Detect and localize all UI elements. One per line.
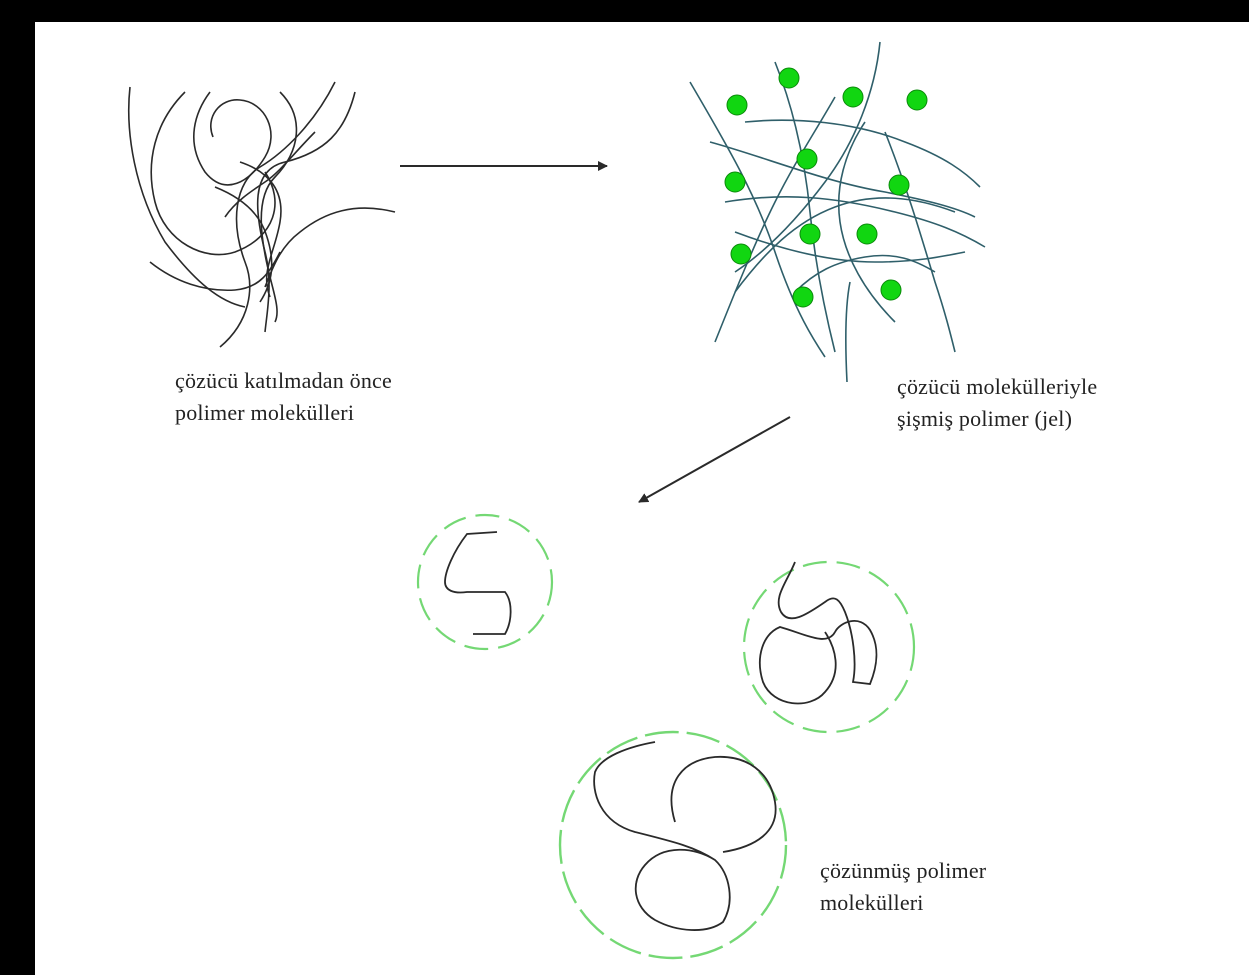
diagram-canvas: çözücü katılmadan önce polimer molekülle… xyxy=(35,22,1249,975)
solvation-shell xyxy=(744,562,914,732)
solvation-shell xyxy=(418,515,552,649)
solvent-molecule xyxy=(779,68,799,88)
polymer-chain xyxy=(265,208,395,287)
dissolved-molecule-1 xyxy=(418,515,552,649)
arrow-dissolution xyxy=(639,417,790,502)
gel-chain xyxy=(690,82,825,357)
solvent-molecule xyxy=(797,149,817,169)
dissolved-molecule-3 xyxy=(560,732,786,958)
polymer-coil xyxy=(445,532,511,634)
gel-chain xyxy=(846,282,850,382)
label-dissolved-line2: molekülleri xyxy=(820,887,986,919)
tangled-polymer-chains xyxy=(129,82,395,347)
solvent-molecule xyxy=(725,172,745,192)
diagram-svg xyxy=(35,22,1249,975)
polymer-coil xyxy=(760,562,877,703)
solvent-molecule xyxy=(889,175,909,195)
solvent-molecule xyxy=(727,95,747,115)
label-gel-line2: şişmiş polimer (jel) xyxy=(897,403,1097,435)
dissolved-molecule-2 xyxy=(744,562,914,732)
solvent-molecule xyxy=(881,280,901,300)
solvent-molecule xyxy=(731,244,751,264)
gel-chain xyxy=(715,97,835,342)
label-gel-line1: çözücü molekülleriyle xyxy=(897,371,1097,403)
solvent-molecule xyxy=(843,87,863,107)
solvent-molecule xyxy=(800,224,820,244)
label-before-line2: polimer molekülleri xyxy=(175,397,392,429)
gel-chain xyxy=(745,120,980,187)
solvent-molecules xyxy=(725,68,927,307)
polymer-coil xyxy=(594,742,730,930)
polymer-chain xyxy=(129,87,245,307)
swollen-gel-network xyxy=(690,42,985,382)
label-before-line1: çözücü katılmadan önce xyxy=(175,365,392,397)
solvent-molecule xyxy=(857,224,877,244)
label-dissolved-line1: çözünmüş polimer xyxy=(820,855,986,887)
label-gel: çözücü molekülleriyle şişmiş polimer (je… xyxy=(897,371,1097,435)
solvent-molecule xyxy=(793,287,813,307)
polymer-coil xyxy=(671,757,775,852)
label-dissolved: çözünmüş polimer molekülleri xyxy=(820,855,986,919)
label-before: çözücü katılmadan önce polimer molekülle… xyxy=(175,365,392,429)
gel-chain xyxy=(885,132,955,352)
polymer-chain xyxy=(150,252,280,290)
solvent-molecule xyxy=(907,90,927,110)
